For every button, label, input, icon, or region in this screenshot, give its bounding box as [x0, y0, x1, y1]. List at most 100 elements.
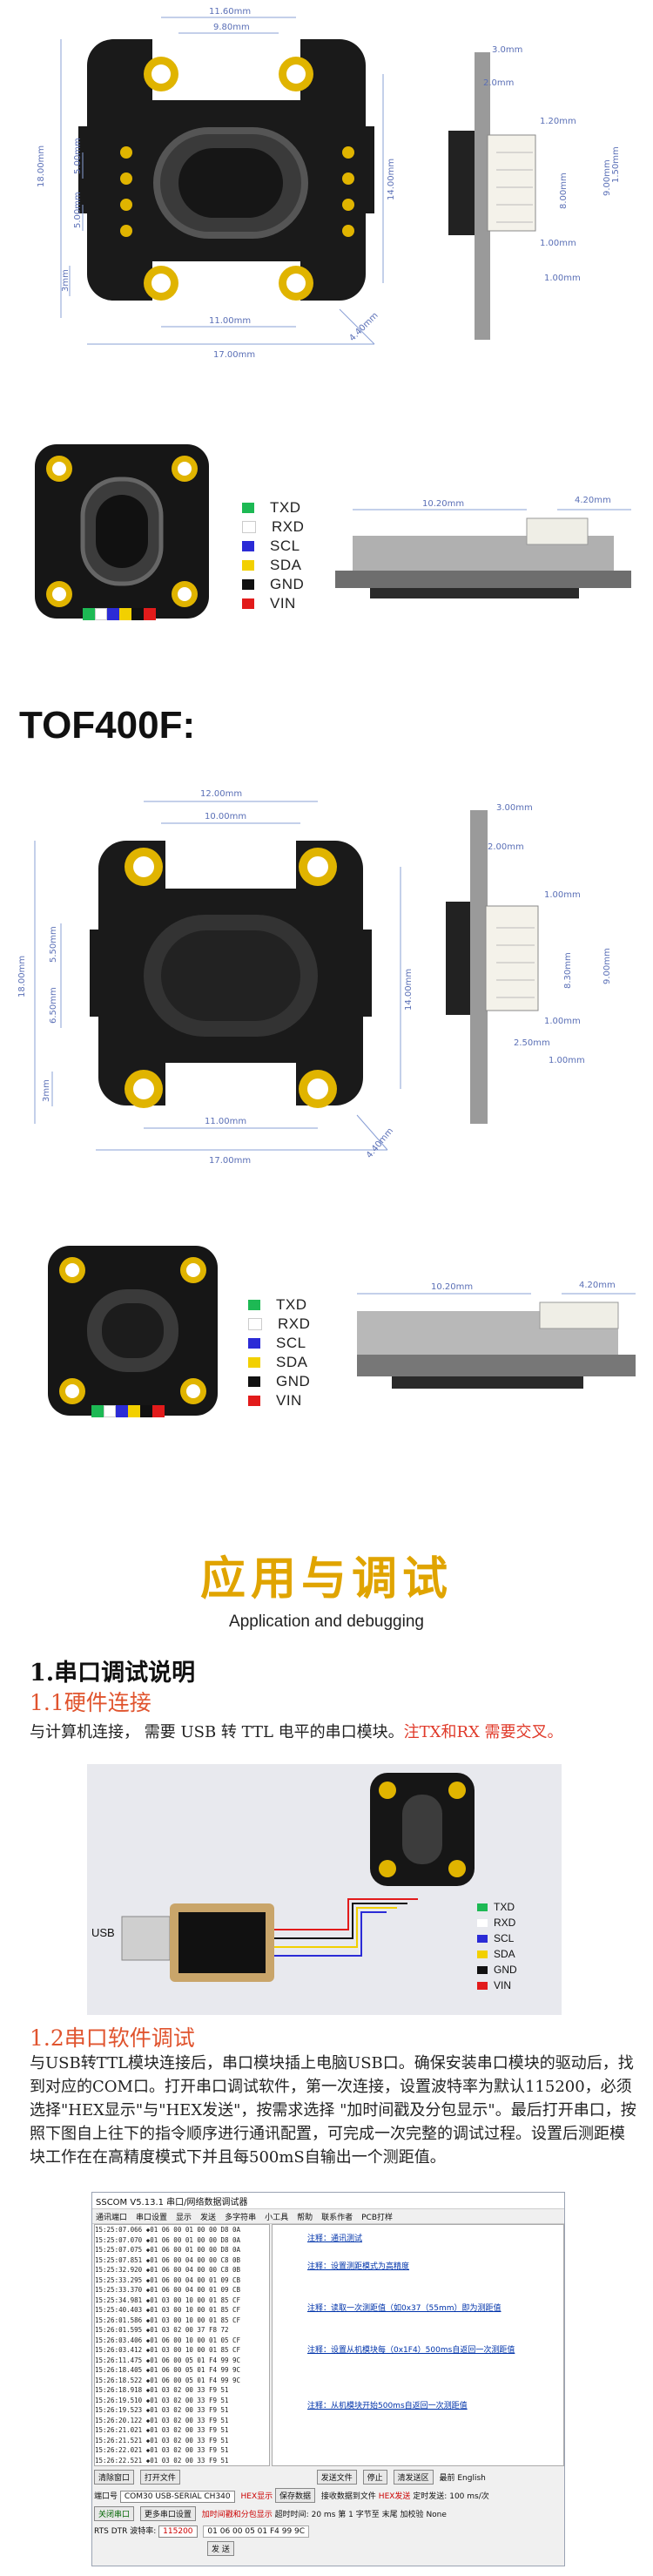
- baud-label: 波特率:: [130, 2527, 157, 2536]
- dim-total-width: 17.00mm: [209, 1156, 251, 1166]
- control-panel: 清除窗口 打开文件 发送文件 停止 清发送区 最前 English 端口号 CO…: [94, 2470, 562, 2562]
- clear-window-button[interactable]: 清除窗口: [94, 2470, 135, 2485]
- dim-height: 18.00mm: [17, 956, 27, 997]
- dim-right-height: 14.00mm: [387, 159, 396, 200]
- pin-label: VIN: [270, 595, 296, 612]
- clear-send-button[interactable]: 清发送区: [393, 2470, 434, 2485]
- log-line: 15:26:19.523 ◆01 03 02 00 33 F9 51: [95, 2406, 229, 2414]
- profile-height: 4.20mm: [575, 496, 611, 505]
- side-dim-h: 1.50mm: [611, 146, 621, 183]
- menu-item[interactable]: 通讯端口: [96, 2213, 128, 2222]
- menu-item[interactable]: 串口设置: [136, 2213, 168, 2222]
- side-dim-f: 1.00mm: [544, 1017, 581, 1026]
- baud-select[interactable]: 115200: [158, 2525, 198, 2538]
- pin-legend-1: TXD RXD SCL SDA GND VIN: [242, 498, 304, 613]
- hex-send-checkbox[interactable]: HEX发送: [378, 2492, 411, 2501]
- open-file-button[interactable]: 打开文件: [139, 2470, 180, 2485]
- software-debug-heading: 1.2串口软件调试: [30, 2025, 195, 2051]
- command-comment[interactable]: 注释：从机模块开始500ms自返回一次测距值: [307, 2402, 468, 2410]
- menu-item[interactable]: 多字符串: [225, 2213, 257, 2222]
- send-input[interactable]: 01 06 00 05 01 F4 99 9C: [203, 2525, 310, 2538]
- side-dim-f: 1.00mm: [540, 239, 576, 248]
- usb-ttl-module: [121, 1903, 274, 1982]
- menu-item[interactable]: 小工具: [265, 2213, 289, 2222]
- byte-label: 第: [338, 2511, 347, 2519]
- dimension-drawing-1: 11.60mm 9.80mm 18.00mm 5.00mm 5.00mm 3mm…: [37, 7, 621, 360]
- menu-item[interactable]: 帮助: [297, 2213, 313, 2222]
- side-dim-c: 1.00mm: [544, 890, 581, 900]
- menu-item[interactable]: 显示: [176, 2213, 192, 2222]
- dim-inner-width: 9.80mm: [213, 23, 250, 32]
- log-line: 15:26:18.918 ◆01 03 02 00 33 F9 51: [95, 2386, 229, 2394]
- log-line: 15:25:07.070 ◆01 06 00 01 00 00 D8 0A: [95, 2235, 241, 2244]
- side-dim-a: 3.00mm: [496, 803, 533, 813]
- rts-checkbox[interactable]: RTS: [94, 2527, 109, 2536]
- svg-text:SDA: SDA: [494, 1948, 515, 1960]
- command-comment[interactable]: 注释：设置测距模式为高精度: [307, 2262, 410, 2271]
- pin-label: GND: [276, 1373, 311, 1389]
- dim-top-width: 11.60mm: [209, 7, 251, 17]
- cross-connect-note: 注TX和RX 需要交叉。: [403, 1723, 563, 1741]
- recv-to-file-checkbox[interactable]: 接收数据到文件: [320, 2492, 376, 2501]
- command-comment[interactable]: 注释：设置从机模块每（0x1F4）500ms自返回一次测距值: [307, 2346, 515, 2355]
- send-button[interactable]: 发 送: [207, 2541, 234, 2556]
- checksum-label: 加校验: [400, 2511, 424, 2519]
- log-line: 15:25:33.295 ◆01 06 00 04 00 01 09 CB: [95, 2275, 241, 2284]
- checksum-select[interactable]: None: [426, 2511, 447, 2519]
- port-select[interactable]: COM30 USB-SERIAL CH340: [119, 2491, 235, 2503]
- dtr-checkbox[interactable]: DTR: [111, 2527, 128, 2536]
- log-line: 15:26:01.586 ◆01 03 00 10 00 01 85 CF: [95, 2316, 241, 2324]
- dim-bottom-small: 3mm: [61, 269, 71, 292]
- pin-strip-2: [91, 1405, 165, 1417]
- log-line: 15:25:07.066 ◆01 06 00 01 00 00 D8 0A: [95, 2226, 241, 2234]
- pin-label: VIN: [276, 1392, 302, 1409]
- hardware-connection-text: 与计算机连接， 需要 USB 转 TTL 电平的串口模块。注TX和RX 需要交叉…: [30, 1723, 563, 1741]
- side-dim-e: 9.00mm: [603, 948, 612, 984]
- log-line: 15:25:40.403 ◆01 03 00 10 00 01 85 CF: [95, 2306, 241, 2314]
- log-line: 15:26:18.405 ◆01 06 00 05 01 F4 99 9C: [95, 2366, 241, 2374]
- hex-display-checkbox[interactable]: HEX显示: [240, 2492, 273, 2501]
- command-comment[interactable]: 注释：通讯测试: [307, 2235, 363, 2243]
- side-dim-d: 8.30mm: [563, 952, 573, 989]
- latest-checkbox[interactable]: 最前: [439, 2474, 455, 2483]
- end-select[interactable]: 末尾: [381, 2511, 398, 2519]
- byte-value[interactable]: 1: [348, 2511, 353, 2519]
- pin-label: RXD: [278, 1315, 311, 1332]
- send-file-button[interactable]: 发送文件: [316, 2470, 357, 2485]
- timestamp-checkbox[interactable]: 加时间戳和分包显示: [201, 2511, 273, 2519]
- pin-legend-2: TXD RXD SCL SDA GND VIN: [248, 1295, 310, 1410]
- more-port-settings-button[interactable]: 更多串口设置: [139, 2506, 196, 2521]
- side-dim-h: 2.50mm: [514, 1038, 550, 1048]
- log-line: 15:25:34.981 ◆01 03 00 10 00 01 85 CF: [95, 2295, 241, 2304]
- command-comment[interactable]: 注释：读取一次测距值（如0x37（55mm）即为测距值: [307, 2304, 502, 2313]
- stop-button[interactable]: 停止: [362, 2470, 387, 2485]
- board-photo-1: [35, 444, 209, 619]
- dim-pitch-1: 5.50mm: [49, 926, 58, 963]
- timeout-value[interactable]: 20: [311, 2511, 322, 2519]
- close-port-button[interactable]: 关闭串口: [94, 2506, 135, 2521]
- sensor-side-view: [446, 810, 539, 1124]
- side-dim-c: 1.20mm: [540, 117, 576, 126]
- timeout-label: 超时时间:: [274, 2511, 309, 2519]
- sensor-board: [370, 1773, 475, 1886]
- log-line: 15:26:22.021 ◆01 03 02 00 33 F9 51: [95, 2446, 229, 2454]
- dimension-drawing-2: 12.00mm 10.00mm 18.00mm 5.50mm 6.50mm 3m…: [17, 789, 612, 1166]
- profile-width: 10.20mm: [422, 499, 464, 509]
- side-dim-b: 2.0mm: [483, 78, 514, 88]
- pin-label: TXD: [270, 499, 301, 516]
- save-data-button[interactable]: 保存数据: [275, 2488, 316, 2503]
- port-label: 端口号: [94, 2492, 118, 2501]
- timed-send-checkbox[interactable]: 定时发送:: [413, 2492, 448, 2501]
- menu-item[interactable]: PCB打样: [361, 2213, 394, 2222]
- timed-interval[interactable]: 100: [449, 2492, 465, 2501]
- menu-bar: 通讯端口 串口设置 显示 发送 多字符串 小工具 帮助 联系作者 PCB打样: [92, 2209, 564, 2224]
- english-checkbox[interactable]: English: [457, 2474, 486, 2483]
- pin-label: GND: [270, 576, 305, 592]
- dim-bottom-width: 11.00mm: [209, 316, 251, 326]
- svg-text:TXD: TXD: [494, 1901, 515, 1913]
- menu-item[interactable]: 发送: [200, 2213, 217, 2222]
- side-dim-b: 2.00mm: [488, 842, 524, 852]
- dim-right-height: 14.00mm: [404, 969, 414, 1011]
- menu-item[interactable]: 联系作者: [321, 2213, 353, 2222]
